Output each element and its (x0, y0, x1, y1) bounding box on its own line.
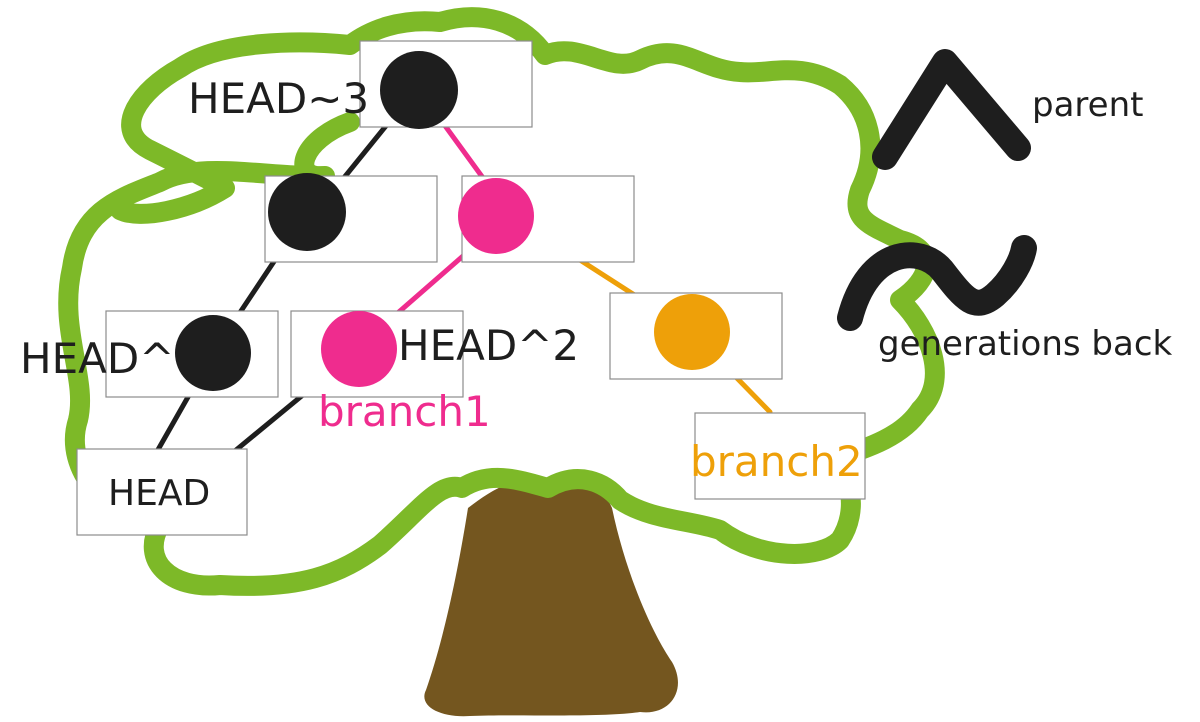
commit-box-head (76, 448, 248, 536)
label-head-tilde-3: HEAD~3 (188, 74, 369, 123)
commit-node-head3 (380, 51, 458, 129)
label-head: HEAD (108, 473, 210, 514)
commit-node-mid (321, 311, 397, 387)
label-head-caret-2: HEAD^2 (398, 321, 579, 370)
commit-node-branch1 (458, 178, 534, 254)
commit-node-headcaret (175, 315, 251, 391)
tree-trunk (424, 481, 678, 717)
caret-icon (872, 49, 1031, 170)
commit-node-left (268, 173, 346, 251)
commit-node-orange (654, 294, 730, 370)
label-head-caret: HEAD^ (20, 334, 174, 383)
label-branch1: branch1 (318, 387, 491, 436)
legend-generations-back: generations back (878, 324, 1173, 364)
label-branch2: branch2 (690, 437, 863, 486)
legend-parent: parent (1032, 85, 1143, 125)
tilde-icon (837, 235, 1037, 331)
commit-box-branch2 (694, 412, 866, 500)
